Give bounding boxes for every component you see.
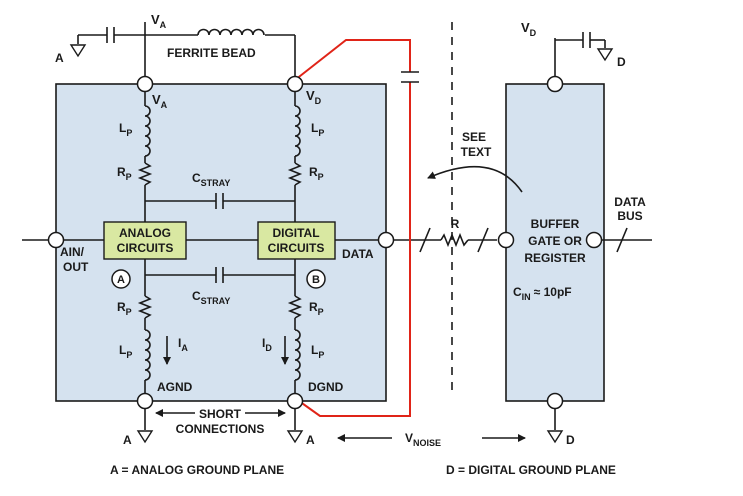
ferrite-bead-label: FERRITE BEAD [167, 46, 256, 60]
ground-a-top-left [69, 44, 87, 58]
ferrite-bead-inductor [197, 28, 265, 36]
cstray-lower-label: CSTRAY [192, 289, 230, 306]
buffer-label-line1: BUFFER [531, 217, 580, 231]
digital-circuits-box [257, 221, 336, 260]
vd-inner-label: VD [306, 88, 322, 106]
agnd-label: AGND [157, 380, 193, 394]
dgnd-label: DGND [308, 380, 344, 394]
ground-a-top-label: A [55, 51, 64, 65]
node-va-top [136, 75, 154, 93]
node-buffer-gnd [546, 392, 564, 410]
lp-digital-top-label: LP [311, 121, 324, 138]
cstray-upper [145, 193, 295, 209]
label-circle-b-text: B [312, 274, 320, 286]
cstray-lower [145, 267, 295, 283]
node-buffer-vd [546, 75, 564, 93]
analog-circuits-line2: CIRCUITS [117, 241, 174, 255]
ia-label: IA [178, 336, 188, 353]
label-circle-b [306, 269, 326, 289]
vnoise-label: VNOISE [405, 431, 441, 448]
see-text-line2: TEXT [461, 145, 492, 159]
ground-d-buffer [546, 430, 564, 444]
series-resistor [440, 232, 469, 248]
ground-a-agnd [136, 430, 154, 444]
rp-digital-bottom-label: RP [309, 300, 324, 317]
ground-a-dgnd [286, 430, 304, 444]
id-label: ID [262, 336, 272, 353]
ain-out-label-line2: OUT [63, 260, 89, 274]
node-agnd [136, 392, 154, 410]
legend-analog-ground: A = ANALOG GROUND PLANE [110, 463, 284, 477]
va-decoupling-capacitor [106, 27, 115, 43]
cin-label: CIN≈ 10pF [513, 285, 572, 302]
vd-top-label: VD [521, 20, 537, 38]
va-top-label: VA [151, 12, 167, 30]
lp-analog-bottom-label: LP [119, 343, 132, 360]
buffer-label-line2: GATE OR [528, 234, 582, 248]
label-circle-a [111, 269, 131, 289]
digital-circuits-line2: CIRCUITS [268, 241, 325, 255]
ground-d-buffer-label: D [566, 433, 575, 447]
data-label: DATA [342, 247, 374, 261]
see-text-arrow [427, 165, 523, 193]
analog-circuits-line1: ANALOG [119, 226, 171, 240]
digital-ground-path [287, 258, 303, 393]
lp-digital-bottom-label: LP [311, 343, 324, 360]
cstray-upper-label: CSTRAY [192, 171, 230, 188]
label-circle-a-text: A [117, 274, 125, 286]
ain-out-label-line1: AIN/ [60, 245, 85, 259]
rp-analog-bottom-label: RP [117, 300, 132, 317]
short-connections-line2: CONNECTIONS [176, 422, 265, 436]
top-supply-wires [77, 22, 296, 76]
analog-circuits-box [103, 221, 187, 260]
signal-line [22, 227, 652, 253]
node-buffer-out [585, 231, 603, 249]
buffer-supply-wires [554, 32, 606, 76]
legend-digital-ground: D = DIGITAL GROUND PLANE [446, 463, 616, 477]
ground-d-top-right [596, 48, 614, 62]
node-buffer-in [497, 231, 515, 249]
node-data-out [377, 231, 395, 249]
resistor-label: R [451, 217, 460, 231]
va-inner-label: VA [152, 92, 168, 110]
digital-supply-path [287, 84, 303, 222]
digital-circuits-line1: DIGITAL [272, 226, 319, 240]
data-bus-line2: BUS [617, 209, 642, 223]
node-ain-out [47, 231, 65, 249]
node-vd-top [286, 75, 304, 93]
short-connections-line1: SHORT [199, 407, 242, 421]
red-noise-trace [294, 39, 411, 81]
ground-a-agnd-label: A [123, 433, 132, 447]
analog-ground-path [137, 258, 153, 393]
lp-analog-top-label: LP [119, 121, 132, 138]
node-dgnd [286, 392, 304, 410]
ground-a-dgnd-label: A [306, 433, 315, 447]
see-text-line1: SEE [462, 130, 486, 144]
red-noise-trace-lower [298, 82, 411, 417]
analog-supply-path [137, 84, 153, 222]
rp-digital-top-label: RP [309, 165, 324, 182]
trace-coupling-capacitor [401, 71, 419, 83]
ground-d-top-label: D [617, 55, 626, 69]
buffer-label-line3: REGISTER [524, 251, 586, 265]
rp-analog-top-label: RP [117, 165, 132, 182]
data-bus-line1: DATA [614, 195, 646, 209]
